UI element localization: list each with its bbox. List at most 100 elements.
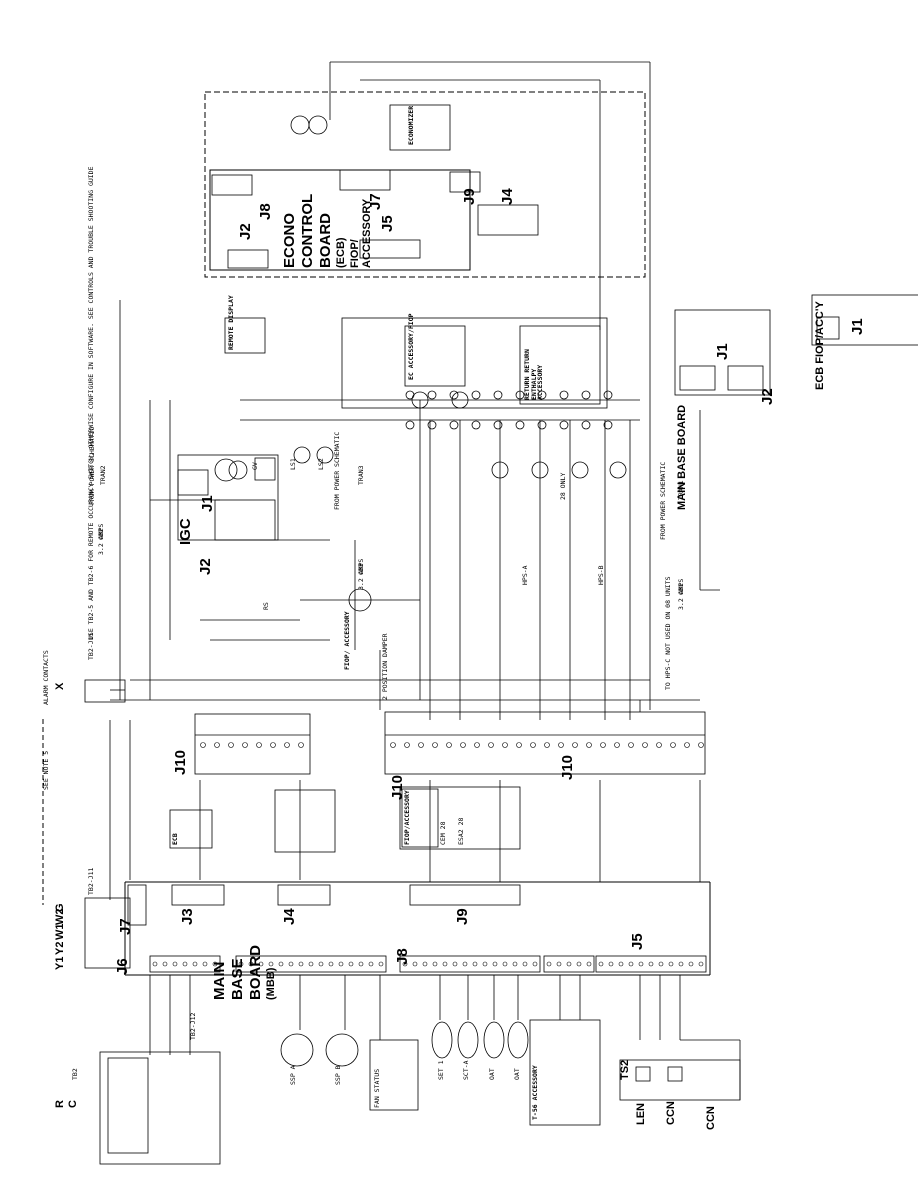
pin (390, 742, 396, 748)
tran2-label: TRAN2 (99, 465, 107, 485)
pin (586, 742, 592, 748)
oat-label: OAT (488, 1068, 496, 1080)
fan-status-label: FAN STATUS (373, 1068, 381, 1108)
mbb-title-3: BOARD (247, 945, 264, 1000)
pin (238, 961, 244, 967)
pin (502, 742, 508, 748)
pin (638, 961, 644, 967)
pin (488, 742, 494, 748)
pin (576, 961, 582, 967)
mbb-title-2: BASE (229, 958, 246, 1000)
alarm-contacts-note: ALARM CONTACTS (42, 650, 50, 705)
pin (642, 742, 648, 748)
ecb-connector-j9: J9 (461, 188, 478, 205)
terminal-circle (427, 420, 437, 430)
pin (152, 961, 158, 967)
pin (348, 961, 354, 967)
mbb-connector-strips (127, 884, 707, 973)
ecb-connector-j7: J7 (367, 193, 384, 210)
pin (512, 961, 518, 967)
fiop-accessory-box-label: FIOP/ ACCESSORY (343, 611, 351, 670)
pin (532, 961, 538, 967)
cb3-label: CB3 (357, 563, 365, 575)
pin (202, 961, 208, 967)
terminal-circle (405, 420, 415, 430)
pin (684, 742, 690, 748)
esa-label: ESA2 28 (457, 817, 465, 845)
terminal-circle (537, 420, 547, 430)
pin (628, 961, 634, 967)
terminal-tb2-j11-a: TB2-J11 (87, 632, 95, 660)
only-28-note: 28 ONLY (559, 472, 567, 500)
terminal-circle (449, 420, 459, 430)
terminal-tb2-j11-b: TB2-J11 (87, 867, 95, 895)
ecb-title-4: (ECB) (335, 237, 347, 268)
terminal-c: C (67, 1100, 79, 1108)
connector-j8: J8 (394, 948, 411, 965)
ecb-connector-j2: J2 (237, 223, 254, 240)
from-power-note-1: FROM POWER SCHEMATIC (88, 426, 96, 505)
ecb-title-5: FIOP/ (349, 239, 361, 268)
pin (270, 742, 276, 748)
pin (668, 961, 674, 967)
damper-note: 2 POSITION DAMPER (381, 633, 389, 700)
terminal-w1: W1 (54, 923, 66, 941)
pin (698, 961, 704, 967)
pin (432, 742, 438, 748)
terminal-circle (559, 390, 569, 400)
contactor-symbols (214, 390, 627, 612)
cb1-label: CB1 (677, 583, 685, 595)
pin (284, 742, 290, 748)
terminal-circle (493, 420, 503, 430)
cem-label: CEM 28 (439, 821, 447, 845)
connector-j7: J7 (117, 918, 134, 935)
see-note: SEE NOTE 5 (42, 750, 50, 790)
ssp-b-label: SSP B (334, 1065, 342, 1085)
connector-j9: J9 (454, 908, 471, 925)
coil-symbol (293, 446, 311, 464)
igc-connector-j1: J1 (199, 495, 216, 512)
motor-symbol (348, 588, 372, 612)
ecb-fiop-j1: J1 (849, 318, 866, 335)
pin (328, 961, 334, 967)
pin (258, 961, 264, 967)
pin (228, 742, 234, 748)
set1-label: SET 1 (437, 1060, 445, 1080)
pin (214, 742, 220, 748)
pin (422, 961, 428, 967)
pin (248, 961, 254, 967)
ccn-label: CCN (665, 1101, 677, 1125)
pin (688, 961, 694, 967)
pin (598, 961, 604, 967)
pin (558, 742, 564, 748)
pin (278, 961, 284, 967)
terminal-y1: Y1 (54, 956, 66, 970)
remote-display-label: REMOTE DISPLAY (227, 295, 235, 350)
pin (572, 742, 578, 748)
connector-j4: J4 (281, 908, 298, 925)
pin (192, 961, 198, 967)
top-note: USE TB2-5 AND TB2-6 FOR REMOTE OCCUPANCY… (87, 166, 95, 640)
ls1-label: LS1 (289, 458, 297, 470)
terminal-circle (471, 390, 481, 400)
pin (442, 961, 448, 967)
ssp-a-label: SSP A (289, 1065, 297, 1085)
right-mbb-j1: J1 (714, 343, 731, 360)
left-terminal-strip (84, 679, 131, 969)
hps-note: TO HPS-C NOT USED ON 08 UNITS (664, 576, 672, 691)
pin (418, 742, 424, 748)
pin (402, 961, 408, 967)
ec-accessory-label: EC ACCESSORY/FIOP (407, 313, 415, 380)
pin (618, 961, 624, 967)
hps-b-label: HPS-B (597, 565, 605, 585)
connector-j5: J5 (629, 933, 646, 950)
pin (492, 961, 498, 967)
pin (318, 961, 324, 967)
pin (608, 961, 614, 967)
pin (460, 742, 466, 748)
pin (658, 961, 664, 967)
pin (446, 742, 452, 748)
pin (162, 961, 168, 967)
pin (200, 742, 206, 748)
